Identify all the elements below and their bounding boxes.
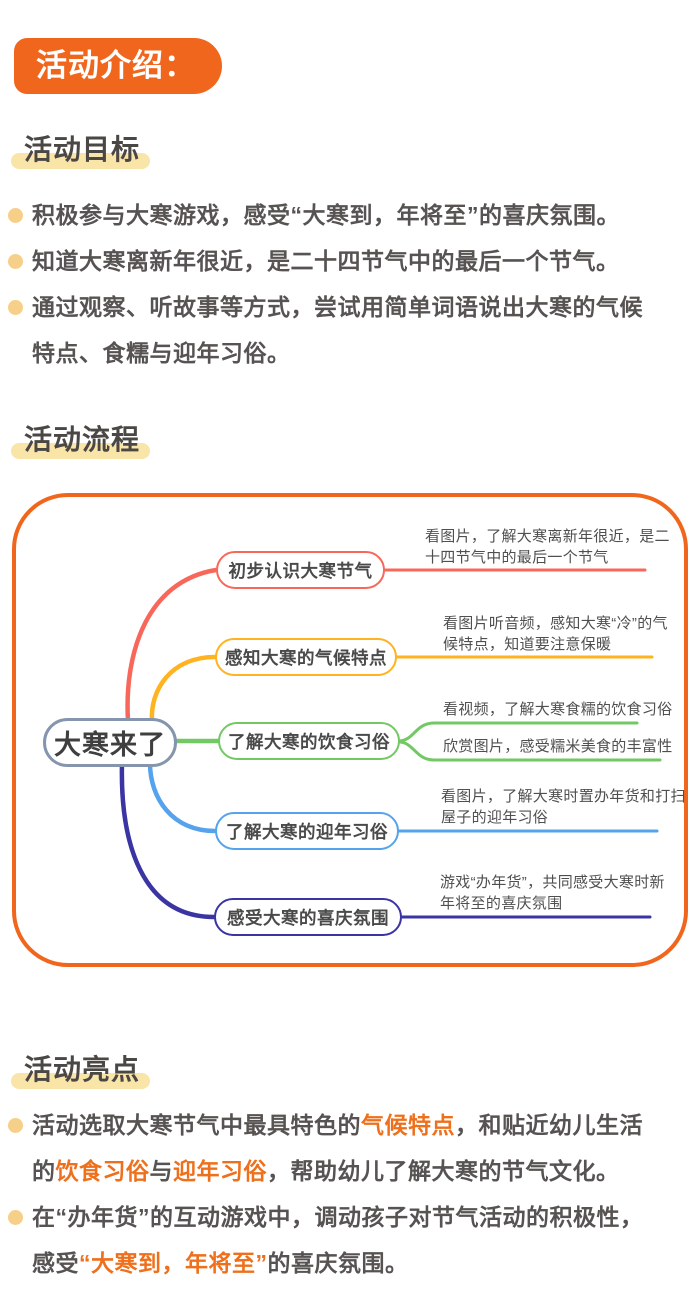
page-title-badge: 活动介绍： [14, 38, 222, 94]
goal-item: 知道大寒离新年很近，是二十四节气中的最后一个节气。 [8, 238, 692, 284]
bullet-icon [8, 1210, 23, 1225]
section-title-goals: 活动目标 [11, 134, 151, 169]
mindmap-note: 看图片听音频，感知大寒“冷”的气候特点，知道要注意保暖 [443, 615, 668, 653]
mindmap-node-food-customs: 了解大寒的饮食习俗 [218, 722, 400, 760]
section-title-text: 活动目标 [24, 134, 141, 165]
goals-list: 积极参与大寒游戏，感受“大寒到，年将至”的喜庆氛围。 知道大寒离新年很近，是二十… [8, 192, 692, 376]
highlight-text: 在“办年货”的互动游戏中，调动孩子对节气活动的积极性，感受“大寒到，年将至”的喜… [32, 1204, 644, 1276]
bullet-icon [8, 208, 23, 223]
mindmap-note: 游戏“办年货”，共同感受大寒时新年将至的喜庆氛围 [440, 874, 665, 912]
mindmap-note: 欣赏图片，感受糯米美食的丰富性 [443, 738, 673, 755]
goal-item: 通过观察、听故事等方式，尝试用简单词语说出大寒的气候特点、食糯与迎年习俗。 [8, 284, 692, 376]
activity-flow-mindmap: 大寒来了 初步认识大寒节气 感知大寒的气候特点 了解大寒的饮食习俗 了解大寒的迎… [12, 493, 688, 967]
highlight-item: 活动选取大寒节气中最具特色的气候特点，和贴近幼儿生活的饮食习俗与迎年习俗，帮助幼… [8, 1102, 692, 1194]
mindmap-connector-lines [119, 567, 662, 920]
highlight-text: 活动选取大寒节气中最具特色的气候特点，和贴近幼儿生活的饮食习俗与迎年习俗，帮助幼… [32, 1112, 643, 1184]
goal-text: 积极参与大寒游戏，感受“大寒到，年将至”的喜庆氛围。 [32, 202, 620, 228]
page-title: 活动介绍： [36, 48, 196, 83]
highlights-list: 活动选取大寒节气中最具特色的气候特点，和贴近幼儿生活的饮食习俗与迎年习俗，帮助幼… [8, 1102, 692, 1286]
mindmap-root-node: 大寒来了 [43, 718, 177, 767]
mindmap-node-newyear-customs: 了解大寒的迎年习俗 [215, 812, 399, 850]
section-title-text: 活动流程 [24, 424, 141, 455]
bullet-icon [8, 300, 23, 315]
mindmap-note: 看视频，了解大寒食糯的饮食习俗 [443, 701, 673, 718]
title-marker-bar [11, 1073, 151, 1089]
title-marker-bar [11, 443, 151, 459]
title-marker-bar [11, 153, 151, 169]
mindmap-note: 看图片，了解大寒时置办年货和打扫屋子的迎年习俗 [441, 788, 686, 826]
section-title-highlights: 活动亮点 [11, 1054, 151, 1089]
bullet-icon [8, 1118, 23, 1133]
mindmap-node-festive-mood: 感受大寒的喜庆氛围 [214, 898, 402, 936]
mindmap-note: 看图片，了解大寒离新年很近，是二十四节气中的最后一个节气 [425, 528, 670, 566]
goal-text: 知道大寒离新年很近，是二十四节气中的最后一个节气。 [32, 248, 620, 274]
mindmap-node-recognize-dahan: 初步认识大寒节气 [216, 551, 385, 589]
goal-item: 积极参与大寒游戏，感受“大寒到，年将至”的喜庆氛围。 [8, 192, 692, 238]
highlight-item: 在“办年货”的互动游戏中，调动孩子对节气活动的积极性，感受“大寒到，年将至”的喜… [8, 1194, 692, 1286]
section-title-flow: 活动流程 [11, 424, 151, 459]
mindmap-node-climate: 感知大寒的气候特点 [215, 638, 397, 676]
section-title-text: 活动亮点 [24, 1054, 141, 1085]
goal-text: 通过观察、听故事等方式，尝试用简单词语说出大寒的气候特点、食糯与迎年习俗。 [32, 294, 643, 366]
bullet-icon [8, 254, 23, 269]
